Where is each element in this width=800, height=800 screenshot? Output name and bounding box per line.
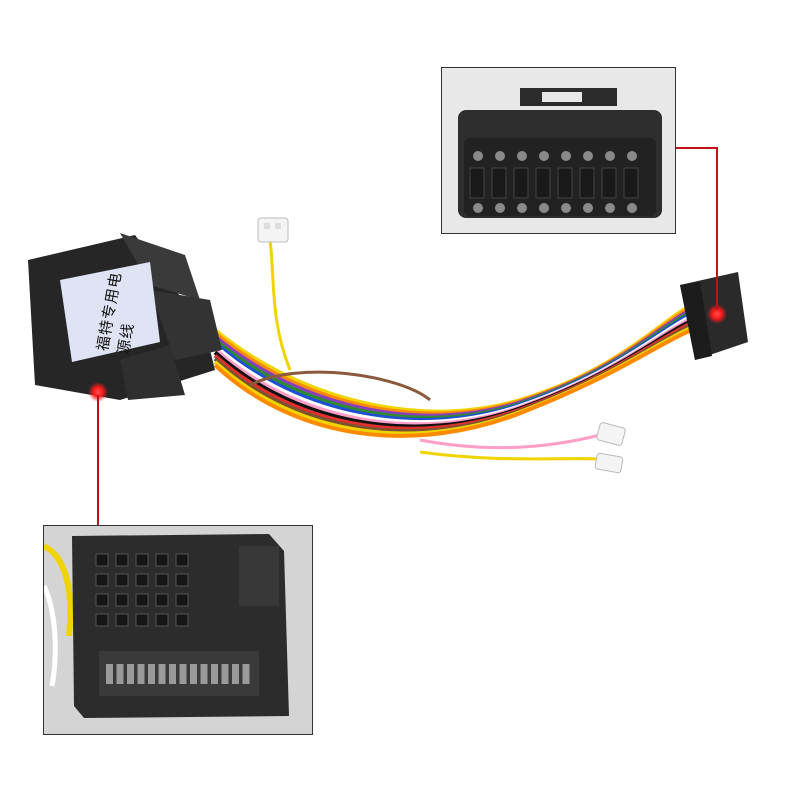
wire [419,433,601,450]
pin-socket [95,593,109,607]
red-dot-icon [707,304,727,324]
pin-contact [190,664,197,684]
pin-socket [115,593,129,607]
small-white-plug-right [596,422,626,446]
pin-contact [200,664,208,684]
pin-slot [623,167,639,199]
pin-contact [211,664,218,684]
small-white-plug-top [257,217,289,243]
pin-slot [579,167,595,199]
pin-hole [627,203,637,213]
pin-hole [517,151,527,161]
pin-hole [517,203,527,213]
inset-head-unit-connector [441,67,676,234]
pin-socket [175,573,189,587]
pin-contact [179,664,187,684]
pin-slot [513,167,529,199]
pin-hole [495,203,505,213]
pin-socket [135,553,149,567]
pin-slot [601,167,617,199]
product-label-sticker [60,262,160,362]
connector-closeup-quadlock [44,526,312,734]
pin-socket [155,553,169,567]
pin-contact [221,664,229,684]
pin-socket [115,553,129,567]
pin-hole [539,151,549,161]
wire [276,239,302,371]
pin-hole [495,151,505,161]
pin-hole [627,151,637,161]
pin-contact [116,664,124,684]
wire [249,370,431,402]
wire [419,450,601,461]
pin-hole [539,203,549,213]
pin-socket [155,593,169,607]
pin-socket [135,593,149,607]
pin-contact [158,664,166,684]
pin-contact [137,664,145,684]
pin-hole [561,151,571,161]
callout-line-top [675,147,718,310]
pin-slot [469,167,485,199]
pin-socket [95,553,109,567]
pin-socket [135,613,149,627]
wire [419,444,601,455]
pin-socket [95,573,109,587]
pin-socket [115,573,129,587]
pin-hole [473,151,483,161]
pin-hole [605,203,615,213]
pin-socket [175,593,189,607]
pin-hole [583,203,593,213]
pin-slot [535,167,551,199]
pin-socket [155,573,169,587]
pin-socket [155,613,169,627]
wire [268,239,292,371]
pin-contact [169,664,176,684]
wire-bundle [213,239,701,461]
small-white-plug-right-lower [594,452,624,474]
vehicle-side-connector [28,233,222,400]
pin-hole [561,203,571,213]
pin-slot [557,167,573,199]
pin-hole [473,203,483,213]
pin-contact [127,664,134,684]
pin-socket [115,613,129,627]
pin-slot [491,167,507,199]
connector-closeup-16pin [442,68,675,233]
pin-contact [242,664,250,684]
inset-vehicle-connector [43,525,313,735]
pin-socket [95,613,109,627]
pin-hole [583,151,593,161]
wire [213,324,701,438]
red-dot-icon [88,382,108,402]
pin-contact [106,664,113,684]
pin-socket [135,573,149,587]
pin-socket [175,613,189,627]
pin-contact [232,664,239,684]
pin-hole [605,151,615,161]
pin-contact [148,664,155,684]
pin-socket [175,553,189,567]
